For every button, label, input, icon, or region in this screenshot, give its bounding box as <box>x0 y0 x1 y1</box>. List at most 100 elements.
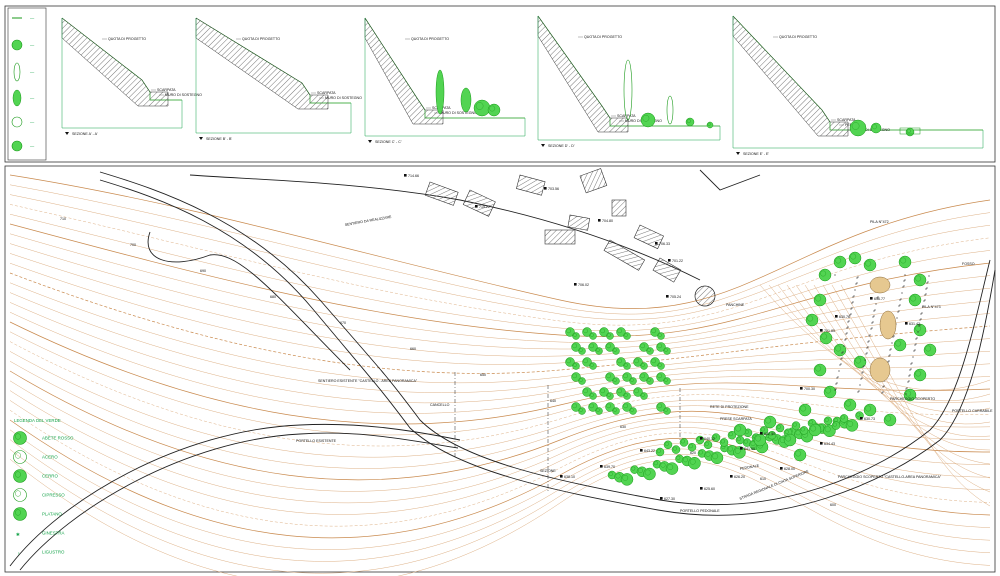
building-footprint <box>544 229 576 245</box>
tree-icon <box>671 445 681 454</box>
gravel-dot <box>903 280 905 282</box>
tree-cluster-icon <box>612 377 620 385</box>
tree-cluster-icon <box>639 372 649 382</box>
tree-canopy <box>571 342 581 352</box>
tree-detail <box>705 451 711 457</box>
tree-icon <box>703 440 713 450</box>
gravel-dot <box>898 305 900 307</box>
gravel-dot <box>910 368 912 370</box>
gravel-dot <box>908 375 910 377</box>
tree-canopy <box>823 385 837 399</box>
cypress-icon <box>666 95 674 125</box>
gravel-dot <box>862 371 864 373</box>
tree-icon <box>805 313 819 327</box>
section-legend-item: — <box>11 140 35 152</box>
tree-icon <box>819 331 833 345</box>
tree-detail <box>644 469 651 476</box>
contour-value: 690 <box>200 269 206 273</box>
gravel-dot <box>851 307 853 309</box>
tree-canopy <box>823 416 833 426</box>
tree-icon <box>839 414 849 423</box>
tree-canopy <box>831 421 841 430</box>
tree-canopy <box>623 362 631 370</box>
contour-line <box>9 292 991 393</box>
tree-canopy <box>588 342 598 352</box>
tree-icon <box>823 385 837 399</box>
tree-icon <box>665 462 679 475</box>
tree-canopy <box>643 467 656 481</box>
tree-icon <box>675 454 684 464</box>
tree-cluster-icon <box>578 377 586 385</box>
tree-canopy <box>578 377 586 385</box>
tree-detail <box>824 426 831 433</box>
tree-canopy <box>913 368 927 382</box>
tree-canopy <box>565 357 575 367</box>
height-value: 715.22 <box>479 205 490 209</box>
tree-canopy <box>687 442 697 452</box>
contour-line <box>9 311 991 414</box>
spot-height: 700.30 <box>800 387 815 391</box>
tree-icon <box>793 448 807 462</box>
tree-cluster-icon <box>633 357 643 367</box>
tree-detail <box>653 461 658 466</box>
tree-canopy <box>711 433 721 442</box>
contour-line <box>9 253 991 357</box>
annotation-fosso: FOSSO <box>962 262 975 266</box>
retaining-wall-hatch <box>537 15 629 133</box>
gravel-dot <box>875 303 877 305</box>
tree-detail <box>865 260 872 267</box>
poplar-icon <box>460 87 472 113</box>
height-value: 634.43 <box>824 442 835 446</box>
gravel-dot <box>926 287 928 289</box>
contour-line <box>804 284 991 451</box>
tree-detail <box>800 405 807 412</box>
spot-height: 634.43 <box>820 442 835 446</box>
gravel-dot <box>852 296 854 298</box>
tree-detail <box>925 345 932 352</box>
retaining-wall-hatch <box>61 17 169 107</box>
contour-value: 600 <box>830 503 836 507</box>
spot-height: 706.33 <box>655 242 670 246</box>
tree-detail <box>808 420 813 425</box>
tree-cluster-icon <box>650 327 660 337</box>
tree-detail <box>915 325 922 332</box>
tree-cluster-icon <box>571 372 581 382</box>
tree-cluster-icon <box>588 402 598 412</box>
tree-icon <box>783 433 797 447</box>
gravel-dot <box>912 356 914 358</box>
tree-detail <box>686 119 691 123</box>
tree-canopy <box>640 112 656 128</box>
contour-line <box>786 284 991 425</box>
tree-detail <box>607 393 611 397</box>
tree-detail <box>489 105 496 112</box>
tree-canopy <box>849 119 867 137</box>
annotation-piazzale-area: PARCHEGGIO SCOPERTO "CASTELLO-AREA PANOR… <box>838 475 942 479</box>
tree-cluster-icon <box>589 392 597 400</box>
tree-icon <box>833 343 847 357</box>
tree-cluster-icon <box>599 387 609 397</box>
gravel-dot <box>867 346 869 348</box>
tree-canopy <box>623 392 631 400</box>
section-legend-label: — <box>30 144 35 149</box>
legend-label: ABETE ROSSO <box>42 436 74 441</box>
tree-detail <box>743 439 748 444</box>
tree-detail <box>815 295 822 302</box>
contour-line <box>9 341 991 447</box>
contour-line <box>9 351 991 458</box>
annotation-parcheggio-scoperto: PARCHEGGIO SCOPERTO <box>890 397 935 401</box>
tree-detail <box>856 412 861 417</box>
contour-line <box>831 284 991 493</box>
tree-detail <box>735 425 742 432</box>
retaining-wall-hatch <box>732 15 849 137</box>
gravel-dot <box>852 301 854 303</box>
retaining-wall-hatch <box>364 17 444 125</box>
gravel-dot <box>907 381 909 383</box>
height-marker <box>560 475 563 478</box>
road-edge <box>699 169 761 191</box>
tree-icon <box>903 388 917 402</box>
tree-cluster-icon <box>612 407 620 415</box>
tree-detail <box>845 400 852 407</box>
height-value: 625.60 <box>704 487 715 491</box>
